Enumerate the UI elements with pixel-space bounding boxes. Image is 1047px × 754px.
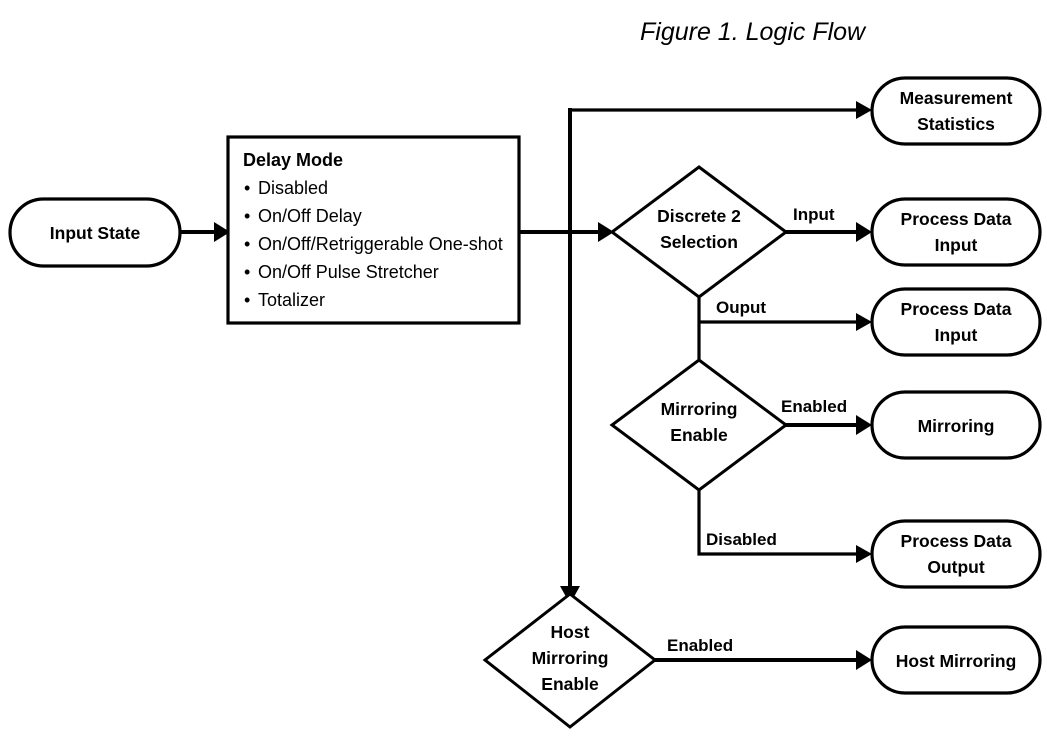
mirroring-enable-label-line1: Mirroring — [661, 399, 738, 419]
delay-mode-item-1: On/Off Delay — [258, 206, 362, 226]
bullet-glyph-4: • — [244, 290, 250, 310]
process-data-input-1-shape — [870, 197, 1042, 267]
process-data-input-1-label-line2: Input — [935, 235, 978, 255]
arrowhead-pdi1-in — [856, 222, 872, 242]
delay-mode-title: Delay Mode — [243, 150, 343, 170]
node-process-data-input-2[interactable]: Process Data Input — [870, 287, 1042, 357]
arrowhead-hostmirroring-in — [856, 650, 872, 670]
process-data-input-2-label-line1: Process Data — [901, 299, 1012, 319]
discrete-2-selection-label-line1: Discrete 2 — [657, 206, 741, 226]
measurement-statistics-label-line2: Statistics — [917, 114, 995, 134]
node-delay-mode[interactable]: Delay Mode • Disabled • On/Off Delay • O… — [226, 135, 521, 325]
arrowhead-measurement-statistics-in — [856, 101, 872, 119]
arrowhead-delaymode-in — [214, 222, 230, 242]
host-mirroring-shape — [870, 625, 1042, 695]
node-process-data-input-1[interactable]: Process Data Input — [870, 197, 1042, 267]
delay-mode-bullet-1: • — [244, 206, 250, 226]
mirroring-shape — [870, 390, 1042, 460]
process-data-input-2-shape — [870, 287, 1042, 357]
delay-mode-bullet-4: • — [244, 290, 250, 310]
bullet-glyph-1: • — [244, 206, 250, 226]
node-host-mirroring-enable[interactable]: Host Mirroring Enable — [482, 592, 658, 729]
host-mirroring-enable-label-line1: Host — [551, 622, 590, 642]
process-data-input-2-label-line2: Input — [935, 325, 978, 345]
process-data-input-1-label-line1: Process Data — [901, 209, 1012, 229]
measurement-statistics-shape — [870, 76, 1042, 146]
edge-label-layer: Input Ouput Enabled Disabled Enabled — [667, 205, 847, 655]
delay-mode-bullet-0: • — [244, 178, 250, 198]
process-data-output-label-line2: Output — [927, 557, 985, 577]
delay-mode-item-3: On/Off Pulse Stretcher — [258, 262, 439, 282]
discrete-2-selection-label-line2: Selection — [660, 232, 738, 252]
mirroring-label-line1: Mirroring — [918, 416, 995, 436]
input-state-shape — [8, 197, 182, 268]
arrowhead-discrete2-in — [598, 222, 614, 242]
edge-mirroringenable-disabled-to-pdo — [697, 490, 858, 556]
bullet-glyph-2: • — [244, 234, 250, 254]
host-mirroring-enable-label-line2: Mirroring — [532, 648, 609, 668]
edge-label-discrete2-input: Input — [793, 205, 835, 224]
node-mirroring-enable[interactable]: Mirroring Enable — [609, 358, 789, 492]
node-mirroring[interactable]: Mirroring — [870, 390, 1042, 460]
input-state-label: Input State — [50, 223, 141, 243]
mirroring-enable-label-line2: Enable — [670, 425, 728, 445]
node-discrete-2-selection[interactable]: Discrete 2 Selection — [609, 165, 789, 299]
edge-label-discrete2-output: Ouput — [716, 298, 766, 317]
arrowhead-pdo-in — [856, 545, 872, 563]
mirroring-enable-shape — [609, 358, 789, 492]
node-measurement-statistics[interactable]: Measurement Statistics — [870, 76, 1042, 146]
discrete-2-selection-shape — [609, 165, 789, 299]
host-mirroring-label-line1: Host Mirroring — [896, 651, 1017, 671]
host-mirroring-enable-label-line3: Enable — [541, 674, 599, 694]
figure-title: Figure 1. Logic Flow — [640, 18, 867, 46]
delay-mode-item-0: Disabled — [258, 178, 328, 198]
edge-label-mirroring-enabled: Enabled — [781, 397, 847, 416]
process-data-output-shape — [870, 519, 1042, 589]
host-mirroring-enable-shape — [482, 592, 658, 729]
delay-mode-bullet-3: • — [244, 262, 250, 282]
node-host-mirroring[interactable]: Host Mirroring — [870, 625, 1042, 695]
delay-mode-shape — [226, 135, 521, 325]
delay-mode-bullet-2: • — [244, 234, 250, 254]
node-input-state[interactable]: Input State — [8, 197, 182, 268]
edge-label-mirroring-disabled: Disabled — [706, 530, 777, 549]
delay-mode-item-2: On/Off/Retriggerable One-shot — [258, 234, 503, 254]
process-data-output-label-line1: Process Data — [901, 531, 1012, 551]
delay-mode-item-4: Totalizer — [258, 290, 325, 310]
arrowhead-pdi2-in — [856, 313, 872, 331]
bullet-glyph-0: • — [244, 178, 250, 198]
edge-label-host-enabled: Enabled — [667, 636, 733, 655]
bullet-glyph-3: • — [244, 262, 250, 282]
measurement-statistics-label-line1: Measurement — [900, 88, 1013, 108]
arrowhead-mirroring-in — [856, 415, 872, 435]
node-process-data-output[interactable]: Process Data Output — [870, 519, 1042, 589]
